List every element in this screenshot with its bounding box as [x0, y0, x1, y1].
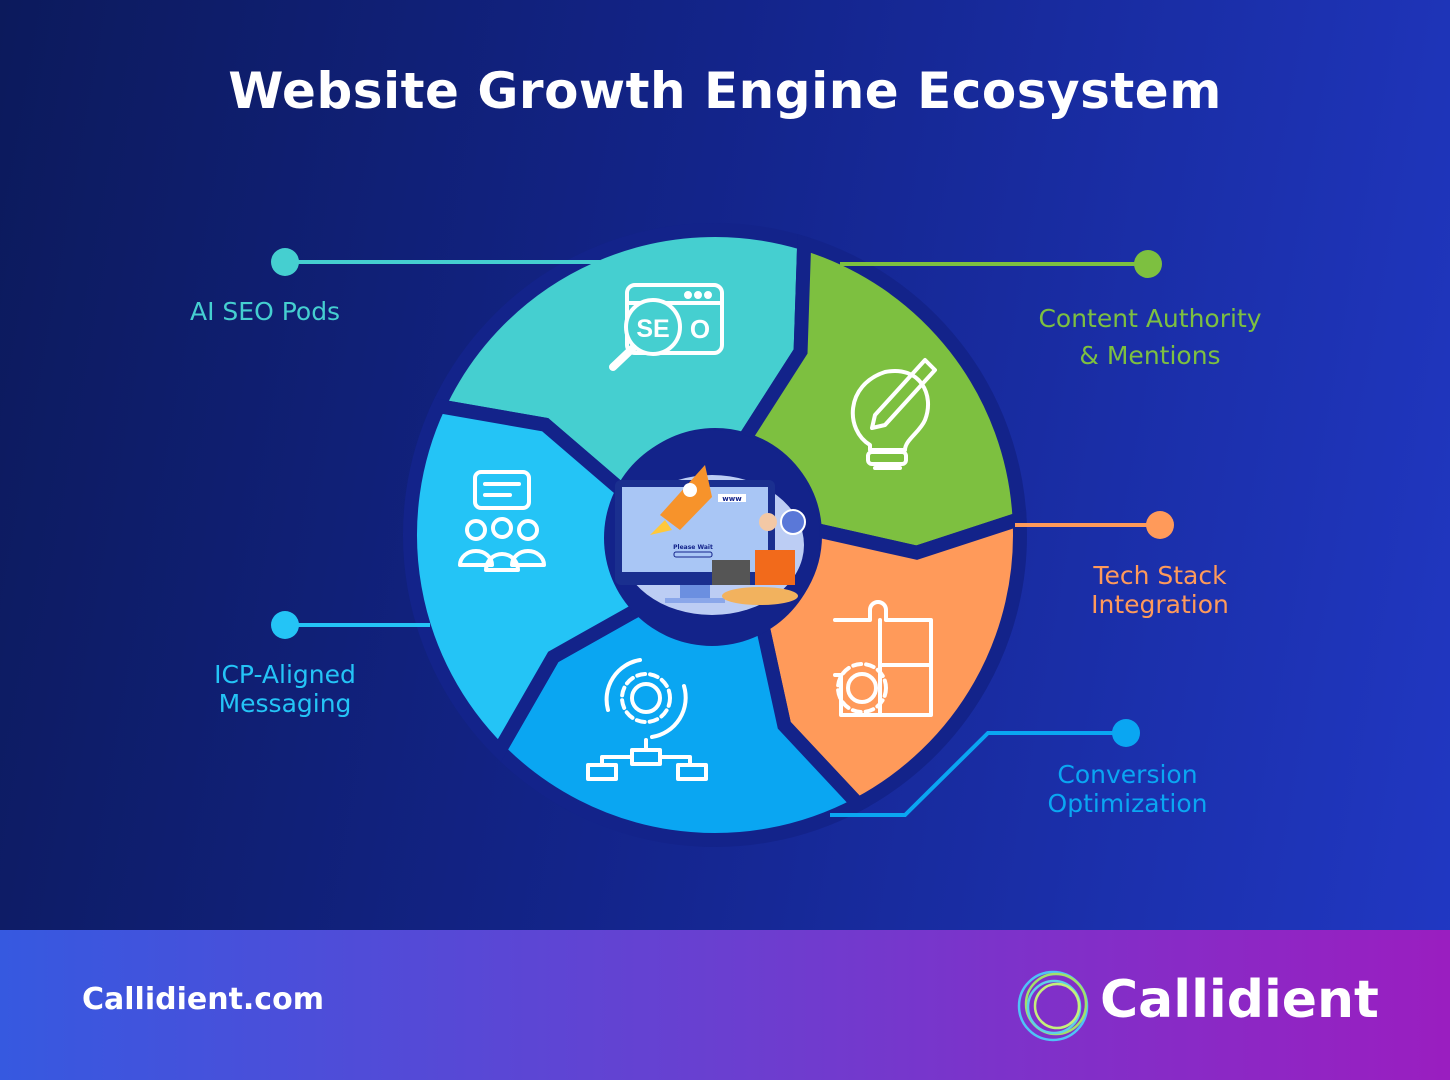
please-wait-text: Please Wait	[673, 544, 713, 551]
label-content-authority: Content Authority& Mentions	[1038, 304, 1262, 370]
callidient-logo-icon	[1017, 970, 1089, 1042]
svg-text:SE: SE	[636, 315, 669, 343]
page-title: Website Growth Engine Ecosystem	[228, 62, 1222, 120]
speedometer-icon	[780, 509, 806, 535]
lightbulb-pencil-icon	[850, 358, 937, 470]
website-link[interactable]: Callidient.com	[82, 982, 324, 1017]
chat-people-icon	[458, 470, 546, 572]
dot-conversion	[1112, 719, 1140, 747]
person	[755, 550, 795, 585]
brand-name: Callidient	[1100, 970, 1379, 1030]
label-ai-seo-pods: AI SEO Pods	[190, 297, 341, 326]
puzzle-gear-icon	[833, 600, 933, 717]
gear-flowchart-icon	[586, 658, 708, 781]
rocket-icon	[660, 465, 712, 530]
center-illustration: www Please Wait	[604, 430, 820, 646]
url-text: www	[722, 495, 742, 503]
connector-conversion	[830, 731, 1126, 817]
dot-content	[1134, 250, 1162, 278]
ecosystem-diagram: SE O	[271, 223, 1174, 847]
seo-search-icon: SE O	[609, 283, 724, 371]
dot-icp	[271, 611, 299, 639]
laptop-icon	[712, 560, 750, 585]
dot-ai-seo	[271, 248, 299, 276]
svg-text:O: O	[690, 314, 710, 344]
dot-tech	[1146, 511, 1174, 539]
footer-band: Callidient.com Callidient	[0, 930, 1450, 1080]
